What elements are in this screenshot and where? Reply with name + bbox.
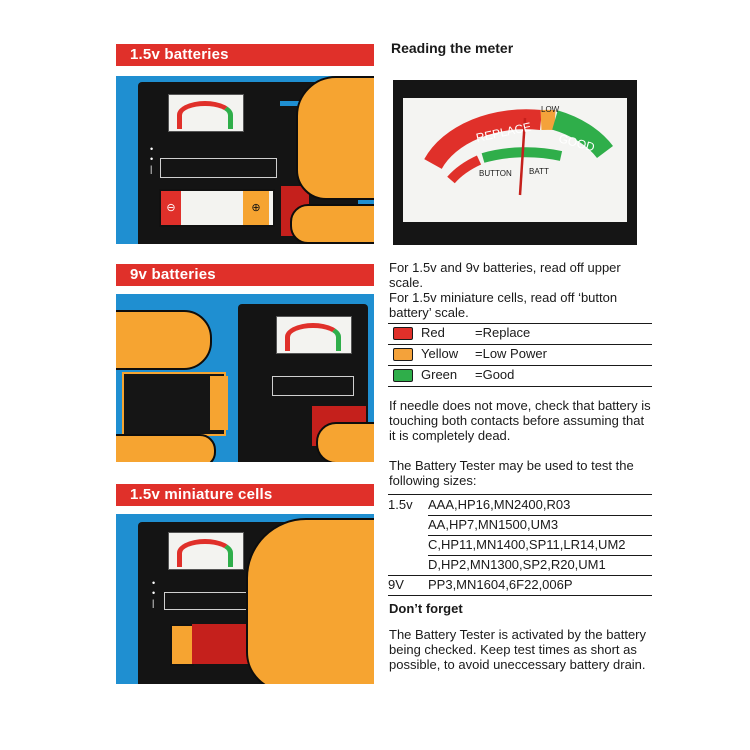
yellow-swatch-icon <box>393 348 413 362</box>
size-types: AAA,HP16,MN2400,R03 <box>428 497 571 512</box>
divider <box>428 515 652 516</box>
plus-terminal: ⊕ <box>243 191 269 225</box>
illustration-1-5v-batteries: ••| ⊖ ⊕ <box>116 76 374 244</box>
legend-meaning: =Replace <box>475 325 531 340</box>
divider <box>388 494 652 495</box>
size-types: C,HP11,MN1400,SP11,LR14,UM2 <box>428 537 626 552</box>
dont-forget-heading: Don’t forget <box>389 601 463 616</box>
divider <box>428 535 652 536</box>
legend-color: Red <box>421 325 445 340</box>
button-label: BUTTON <box>479 169 512 178</box>
size-row: AA,HP7,MN1500,UM3 <box>388 516 558 534</box>
needle-note: If needle does not move, check that batt… <box>389 398 651 443</box>
section-header-1-5v-miniature-cells: 1.5v miniature cells <box>116 484 374 506</box>
contact-dots: ••| <box>152 578 156 608</box>
size-types: D,HP2,MN1300,SP2,R20,UM1 <box>428 557 606 572</box>
divider <box>388 575 652 576</box>
button-cell-image <box>170 624 194 666</box>
legend-meaning: =Good <box>475 367 515 382</box>
legend-meaning: =Low Power <box>475 346 547 361</box>
section-title: 1.5v miniature cells <box>130 486 273 503</box>
instruction-button-scale: For 1.5v miniature cells, read off ‘butt… <box>389 290 618 320</box>
section-header-9v-batteries: 9v batteries <box>116 264 374 286</box>
size-row: D,HP2,MN1300,SP2,R20,UM1 <box>388 556 606 574</box>
divider <box>388 365 652 366</box>
size-voltage: 1.5v <box>388 497 413 512</box>
finger-illustration <box>316 422 374 462</box>
meter-diagram: REPLACE GOOD LOW BUTTON BATT <box>393 80 637 245</box>
divider <box>388 323 652 324</box>
dont-forget-text: The Battery Tester is activated by the b… <box>389 627 646 672</box>
meter-window <box>276 316 352 354</box>
sizes-intro: The Battery Tester may be used to test t… <box>389 458 634 488</box>
reading-meter-heading: Reading the meter <box>391 40 514 56</box>
hand-illustration <box>116 310 212 370</box>
size-row: C,HP11,MN1400,SP11,LR14,UM2 <box>388 536 626 554</box>
button-red-arc <box>447 155 482 184</box>
contact-dots: ••| <box>150 144 154 174</box>
divider <box>388 344 652 345</box>
battery-image: ⊖ ⊕ <box>159 189 275 227</box>
size-voltage: 9V <box>388 577 404 592</box>
instruction-upper-scale: For 1.5v and 9v batteries, read off uppe… <box>389 260 621 290</box>
hand-illustration <box>246 518 374 684</box>
battery-slot <box>272 376 354 396</box>
low-label: LOW <box>541 105 560 114</box>
green-swatch-icon <box>393 369 413 383</box>
divider <box>388 595 652 596</box>
size-row: 1.5v AAA,HP16,MN2400,R03 <box>388 496 570 514</box>
section-title: 1.5v batteries <box>130 46 229 63</box>
section-title: 9v batteries <box>130 266 216 283</box>
size-types: AA,HP7,MN1500,UM3 <box>428 517 559 532</box>
battery-slot <box>160 158 277 178</box>
legend-color: Green <box>421 367 458 382</box>
finger-illustration <box>290 204 374 244</box>
legend-item-green: Green =Good <box>393 366 514 384</box>
battery-terminal <box>210 376 228 430</box>
legend-item-red: Red =Replace <box>393 324 530 342</box>
legend-color: Yellow <box>421 346 459 361</box>
legend-item-yellow: Yellow =Low Power <box>393 345 547 363</box>
minus-terminal: ⊖ <box>161 191 181 225</box>
hand-illustration <box>296 76 374 200</box>
good-arc <box>551 110 613 159</box>
batt-label: BATT <box>529 167 549 176</box>
needle <box>518 117 527 196</box>
section-header-1-5v-batteries: 1.5v batteries <box>116 44 374 66</box>
red-swatch-icon <box>393 327 413 341</box>
illustration-miniature-cells: ••| <box>116 514 374 684</box>
meter-window <box>168 532 244 570</box>
meter-face: REPLACE GOOD LOW BUTTON BATT <box>403 98 627 222</box>
divider <box>428 555 652 556</box>
size-row: 9V PP3,MN1604,6F22,006P <box>388 576 573 594</box>
size-types: PP3,MN1604,6F22,006P <box>428 577 573 592</box>
finger-illustration <box>116 434 216 462</box>
divider <box>388 386 652 387</box>
meter-window <box>168 94 244 132</box>
illustration-9v-batteries <box>116 294 374 462</box>
